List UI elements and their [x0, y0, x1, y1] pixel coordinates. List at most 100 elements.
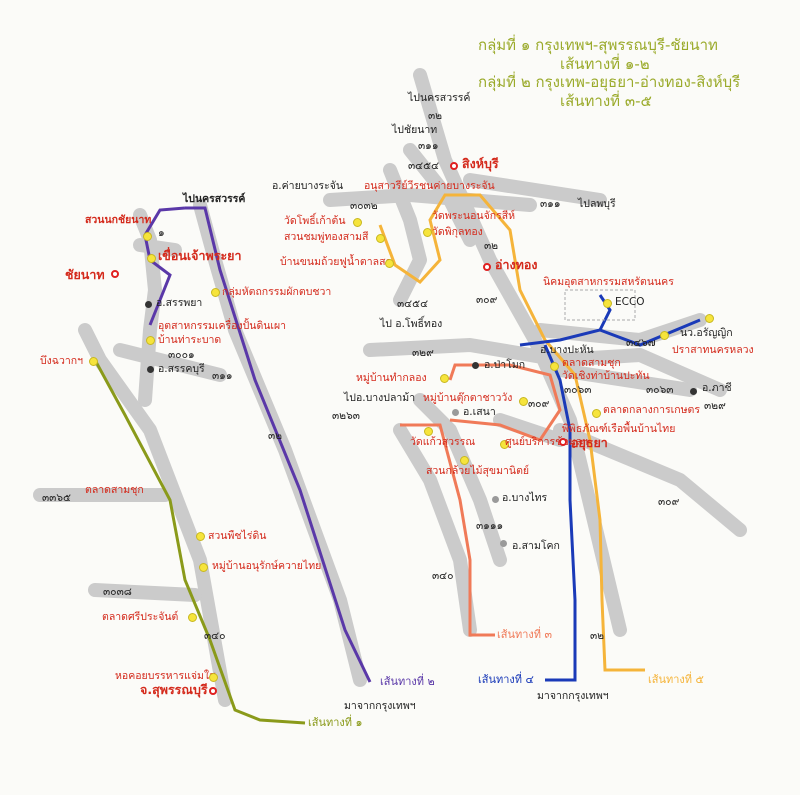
label-rd-3063b: ๓๐๖๓	[646, 384, 674, 396]
label-mu-ban-tukkata: หมู่บ้านตุ๊กตาชาววัง	[423, 392, 513, 404]
label-ho-khoi: หอคอยบรรหารแจ่มใส	[115, 670, 216, 682]
poi-dot	[147, 254, 156, 263]
road-340-right	[393, 423, 477, 637]
road-3038	[88, 583, 202, 602]
district-dot	[500, 540, 507, 547]
poi-dot	[89, 357, 98, 366]
poi-dot	[385, 259, 394, 268]
label-from-bkk-right: มาจากกรุงเทพฯ	[537, 690, 609, 702]
label-rd-3454b: ๓๔๕๔	[397, 298, 429, 310]
poi-dot	[423, 228, 432, 237]
label-bueng-chawak: บึงฉวากฯ	[40, 355, 83, 367]
label-sena: อ.เสนา	[463, 406, 496, 418]
label-singburi: สิงห์บุรี	[462, 156, 499, 171]
poi-dot	[592, 409, 601, 418]
label-rd-3032: ๓๐๓๒	[350, 200, 378, 212]
poi-dot	[376, 234, 385, 243]
route-3-loop	[448, 363, 562, 442]
label-mu-ban-khwai: หมู่บ้านอนุรักษ์ควายไทย	[212, 560, 322, 572]
label-rd-347: ๓๔๖๗	[626, 337, 656, 349]
poi-dot	[211, 288, 220, 297]
poi-dot	[188, 613, 197, 622]
road-3111	[413, 393, 507, 567]
label-ban-tha-rabat: บ้านท่าระบาด	[158, 334, 222, 346]
label-suan-phuet: สวนพืชไร่ดิน	[208, 530, 267, 542]
road-309-east	[553, 423, 747, 537]
right-roads	[323, 68, 747, 637]
left-roads	[33, 198, 367, 707]
title-line-4: เส้นทางที่ ๓-๕	[560, 92, 652, 110]
district-dot	[452, 409, 459, 416]
label-rd-3111: ๓๑๑๑	[476, 520, 504, 532]
route-5-line	[378, 193, 645, 672]
title-line-2: เส้นทางที่ ๑-๒	[560, 55, 650, 73]
label-khuean: เขื่อนเจ้าพระยา	[158, 248, 242, 263]
label-to-pho-thong: ไป อ.โพธิ์ทอง	[380, 318, 443, 330]
label-to-chainat: ไปชัยนาท	[392, 124, 438, 136]
poi-dot	[705, 314, 714, 323]
label-rd-32-left: ๓๒	[268, 430, 283, 442]
label-khai-bang-rachan: อ.ค่ายบางระจัน	[272, 180, 344, 192]
label-route-3: เส้นทางที่ ๓	[497, 628, 553, 641]
label-chiang-chan: วัดเชิงท่าบ้านปะทัน	[562, 370, 650, 382]
label-rd-309c: ๓๐๙	[658, 496, 680, 508]
label-rd-309a: ๓๐๙	[476, 294, 498, 306]
label-rd-3454: ๓๔๕๔	[408, 160, 440, 172]
label-sanphaya: อ.สรรพยา	[156, 297, 203, 309]
label-rd-309b: ๓๐๙	[528, 398, 550, 410]
poi-dot	[143, 232, 152, 241]
label-suan-chomphu: สวนชมพู่ทองสามสี	[284, 231, 369, 243]
label-sankhaburi: อ.สรรคบุรี	[158, 363, 205, 375]
label-rd-3263: ๓๒๖๓	[332, 410, 360, 422]
district-dot	[145, 301, 152, 308]
label-bang-sai: อ.บางไทร	[502, 492, 548, 504]
label-rd-329: ๓๒๙	[412, 347, 434, 359]
label-suphanburi: จ.สุพรรณบุรี	[140, 682, 208, 697]
label-talat-si-prachan: ตลาดศรีประจันต์	[102, 611, 179, 623]
label-talat-sam-chuk-left: ตลาดสามชุก	[85, 484, 144, 496]
label-to-bang-pla-ma: ไปอ.บางปลาม้า	[344, 392, 416, 404]
road-3063	[553, 363, 697, 397]
label-wat-pho: วัดโพธิ์เก้าต้น	[284, 215, 346, 227]
label-rd-32c: ๓๒	[590, 630, 605, 642]
label-to-nakhon-sawan-left: ไปนครสวรรค์	[183, 193, 246, 205]
label-wat-phra-non: วัดพระนอนจักรสีห์	[432, 210, 516, 222]
route-1-line	[93, 359, 306, 725]
route-4-line	[543, 344, 577, 682]
label-suan-nok: สวนนกชัยนาท	[85, 214, 152, 226]
poi-dot	[460, 456, 469, 465]
label-kluay: กลุ่มหัตถกรรมผักตบชวา	[222, 286, 332, 298]
label-rd-340-right: ๓๔๐	[432, 570, 454, 582]
city-marker	[111, 270, 119, 278]
label-rd-3001: ๓๐๐๑	[168, 349, 195, 361]
route-3-line	[400, 423, 495, 637]
label-route-1: เส้นทางที่ ๑	[308, 716, 363, 729]
poi-dot	[500, 440, 509, 449]
label-rd-3063a: ๓๐๖๓	[564, 384, 592, 396]
poi-dot	[199, 563, 208, 572]
district-dot	[472, 362, 479, 369]
label-from-bkk-left: มาจากกรุงเทพฯ	[344, 700, 416, 712]
label-na-arunyik: นว.อรัญญิก	[680, 327, 733, 339]
label-ecco: ECCO	[615, 296, 645, 308]
ecco-box	[564, 289, 636, 321]
label-bang-pahan: อ.บางปะหัน	[540, 344, 594, 356]
label-rd-32b: ๓๒	[484, 240, 499, 252]
label-suan-kluai: สวนกล้วยไม้สุขมานิตย์	[426, 465, 530, 477]
poi-dot	[603, 299, 612, 308]
poi-dot	[440, 374, 449, 383]
title-line-1: กลุ่มที่ ๑ กรุงเทพฯ-สุพรรณบุรี-ชัยนาท	[478, 36, 718, 54]
road-311-left	[113, 343, 227, 382]
city-marker	[450, 162, 458, 170]
label-chainat: ชัยนาท	[65, 267, 105, 282]
label-route-5: เส้นทางที่ ๕	[648, 673, 704, 686]
label-rd-340-left: ๓๔๐	[204, 630, 226, 642]
road-32-right	[413, 68, 627, 637]
label-mu-ban-tham-klong: หมู่บ้านทำกลอง	[356, 372, 427, 384]
road-lopburi	[463, 173, 607, 207]
label-pamok: อ.ป่าโมก	[484, 359, 526, 371]
district-dot	[690, 388, 697, 395]
road-khai	[323, 188, 537, 212]
poi-dot	[424, 427, 433, 436]
